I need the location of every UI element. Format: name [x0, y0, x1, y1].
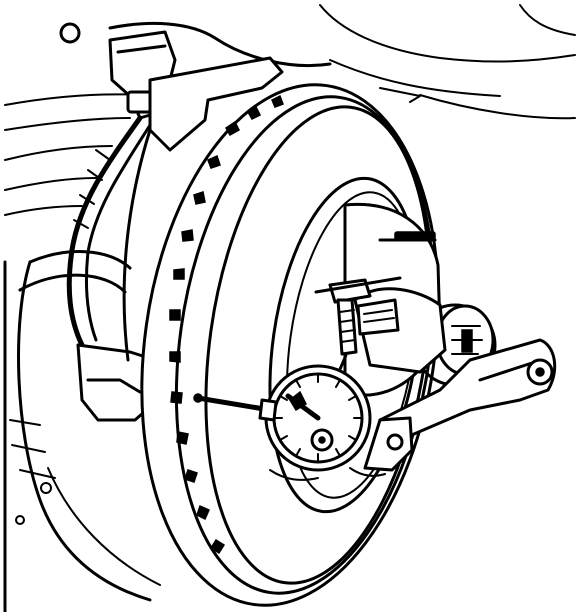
support-arm [363, 338, 557, 472]
tire-outline [3, 250, 161, 612]
brake-hose [66, 115, 154, 348]
rotor-vent-slots [169, 94, 284, 555]
contact-detail [269, 467, 386, 481]
gauge-tick-marks [273, 373, 363, 463]
dial-indicator [193, 364, 372, 472]
chassis-outline [4, 4, 576, 216]
gauge-needle [285, 393, 321, 421]
